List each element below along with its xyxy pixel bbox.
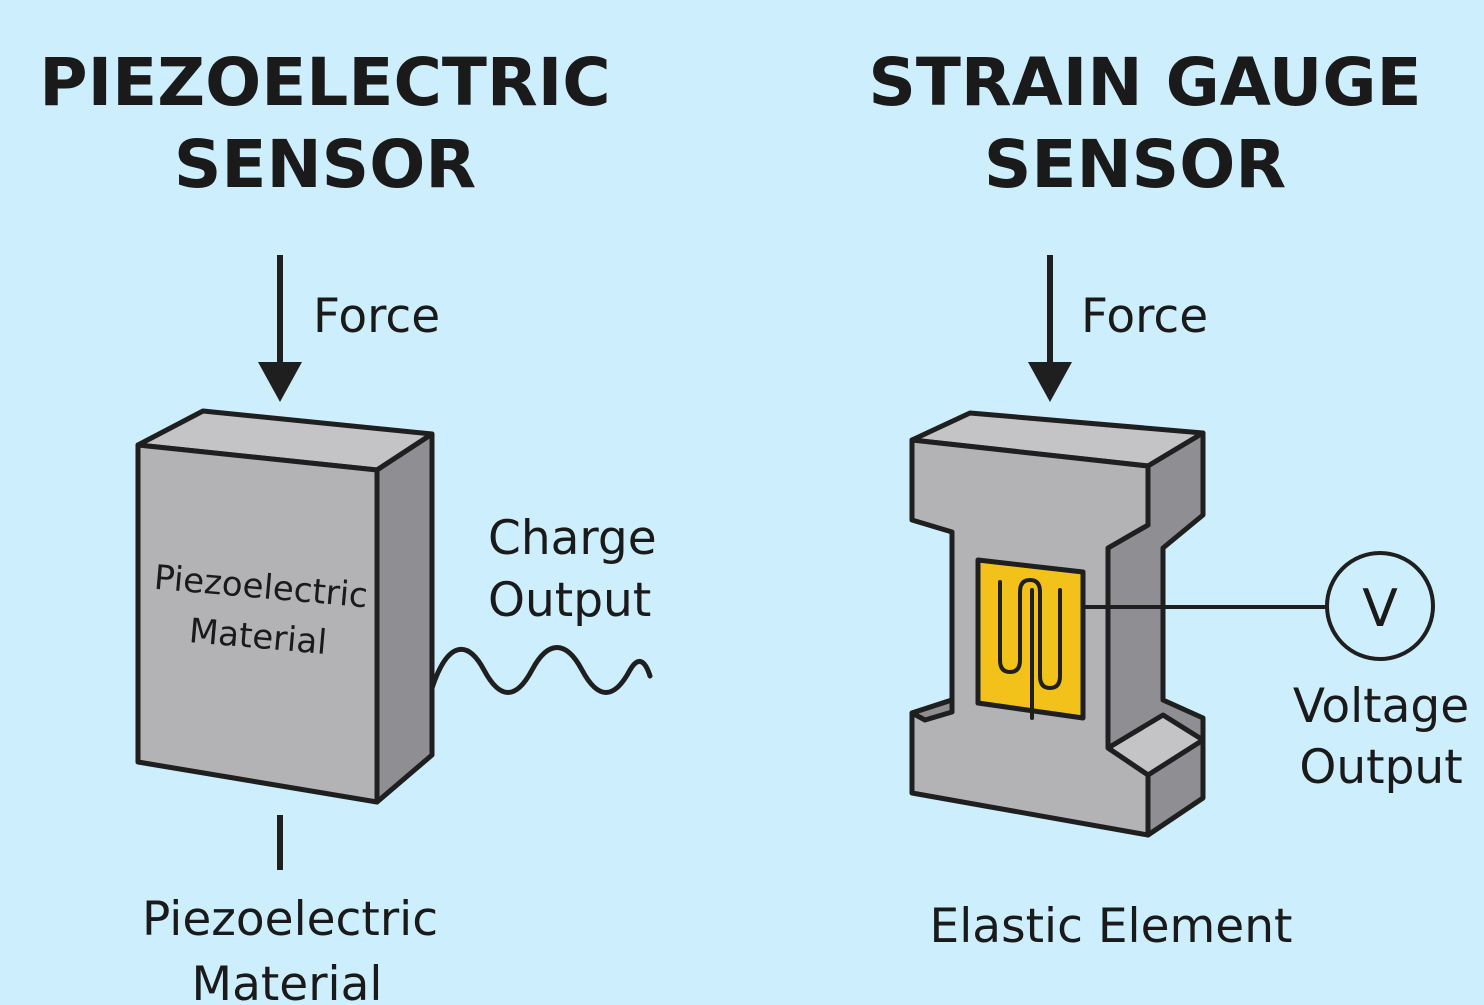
piezo-bottom-label-line2: Material xyxy=(192,957,383,1005)
voltage-output-line1: Voltage xyxy=(1293,679,1469,734)
piezo-force-label: Force xyxy=(313,289,440,344)
piezo-block-side xyxy=(374,431,435,805)
piezo-force-arrow xyxy=(258,255,302,402)
strain-gauge xyxy=(975,557,1086,721)
charge-output-line1: Charge xyxy=(488,511,657,566)
charge-output-wave xyxy=(429,645,653,695)
piezo-block: Piezoelectric Material xyxy=(135,408,435,805)
piezo-section: PIEZOELECTRIC SENSOR Force Piezoelectric… xyxy=(39,44,656,1005)
piezo-bottom-label-line1: Piezoelectric xyxy=(142,892,438,947)
voltmeter-symbol: V xyxy=(1362,579,1398,639)
voltage-output-line2: Output xyxy=(1299,740,1462,795)
strain-title-line2: SENSOR xyxy=(984,126,1286,203)
voltmeter-icon xyxy=(1325,551,1435,661)
strain-gauge-grid xyxy=(998,578,1062,690)
piezo-block-front xyxy=(135,442,380,805)
piezo-title-line1: PIEZOELECTRIC xyxy=(39,44,610,121)
strain-force-label: Force xyxy=(1081,289,1208,344)
strain-title-line1: STRAIN GAUGE xyxy=(868,44,1421,121)
piezo-title-line2: SENSOR xyxy=(174,126,476,203)
strain-section: STRAIN GAUGE SENSOR Force xyxy=(868,44,1469,954)
strain-force-arrow xyxy=(1028,255,1072,402)
elastic-element-label: Elastic Element xyxy=(930,899,1293,954)
charge-output-line2: Output xyxy=(488,573,651,628)
